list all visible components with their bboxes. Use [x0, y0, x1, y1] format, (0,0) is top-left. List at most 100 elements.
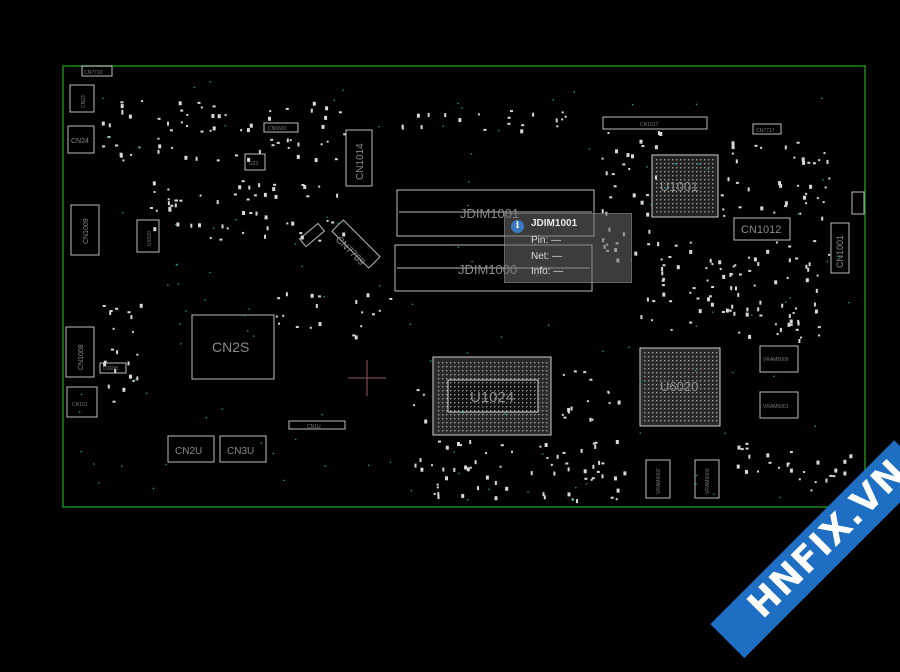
smd-pad	[784, 145, 787, 150]
smd-pad	[318, 295, 321, 298]
smd-pad	[562, 451, 566, 454]
bga-ball	[660, 420, 662, 422]
bga-ball	[648, 404, 650, 406]
bga-ball	[490, 370, 492, 372]
component-cn23[interactable]: CN23	[69, 84, 95, 113]
component-cn1017[interactable]: CN1017	[602, 116, 708, 130]
component-cn1u[interactable]: CN1U	[288, 420, 346, 430]
bga-ball	[680, 203, 682, 205]
bga-ball	[664, 408, 666, 410]
component-cn1009[interactable]: CN1009	[70, 204, 100, 256]
bga-ball	[672, 187, 674, 189]
bga-ball	[502, 362, 504, 364]
bga-ball	[696, 360, 698, 362]
bga-ball	[502, 370, 504, 372]
bga-ball	[652, 376, 654, 378]
bga-ball	[644, 360, 646, 362]
bga-ball	[510, 394, 512, 396]
pcb-board-view[interactable]: CN7710 CN23 CN24 CN1009 U1020 CN1008 U16…	[0, 0, 900, 587]
component-cn1001[interactable]: CN1001	[830, 222, 850, 274]
bga-ball	[684, 163, 686, 165]
bga-ball	[542, 430, 544, 432]
bga-ball	[486, 422, 488, 424]
smd-pad	[670, 328, 673, 331]
bga-ball	[482, 426, 484, 428]
component-u1608[interactable]: U1608	[99, 362, 127, 374]
bga-ball	[660, 408, 662, 410]
smd-pad	[601, 474, 604, 479]
smd-pad	[469, 466, 472, 469]
smd-pad	[461, 494, 465, 498]
bga-ball	[526, 394, 528, 396]
via	[457, 246, 460, 248]
component-u1020[interactable]: U1020	[136, 219, 160, 253]
bga-ball	[450, 394, 452, 396]
smd-pad	[224, 114, 227, 117]
bga-ball	[712, 416, 714, 418]
smd-pad	[174, 199, 178, 202]
bga-ball	[664, 380, 666, 382]
bga-ball	[704, 195, 706, 197]
component-cn1008[interactable]: CN1008	[65, 326, 95, 378]
component-cn1012[interactable]: CN1012	[733, 217, 791, 241]
bga-ball	[660, 187, 662, 189]
bga-ball	[502, 410, 504, 412]
smd-pad	[275, 315, 278, 318]
bga-ball	[708, 171, 710, 173]
bga-ball	[700, 364, 702, 366]
component-cn1014[interactable]: CN1014	[345, 129, 373, 187]
bga-ball	[668, 396, 670, 398]
component-cn7710[interactable]: CN7710	[81, 65, 113, 77]
bga-ball	[502, 382, 504, 384]
bga-ball	[716, 416, 718, 418]
bga-ball	[712, 191, 714, 193]
component-cn7709[interactable]: CN7709	[298, 219, 381, 269]
smd-pad	[567, 411, 570, 414]
component-cn6600[interactable]: CN6600	[263, 122, 299, 133]
component-vram6002[interactable]: VRAM6002	[645, 459, 671, 499]
via	[498, 130, 500, 132]
bga-ball	[704, 159, 706, 161]
smd-pad	[803, 471, 806, 473]
bga-ball	[526, 386, 528, 388]
bga-ball	[482, 430, 484, 432]
bga-ball	[458, 426, 460, 428]
bga-ball	[454, 374, 456, 376]
smd-pad	[544, 443, 548, 447]
bga-ball	[470, 382, 472, 384]
component-cn2u[interactable]: CN2U	[167, 435, 215, 463]
component-u6020[interactable]: U6020	[639, 347, 721, 427]
bga-ball	[688, 408, 690, 410]
bga-ball	[668, 187, 670, 189]
bga-ball	[526, 374, 528, 376]
smd-pad	[646, 297, 649, 302]
component-vram6000[interactable]: VRAM6000	[759, 345, 799, 373]
smd-pad	[477, 486, 479, 491]
component-cn7717[interactable]: CN7717	[752, 123, 782, 135]
bga-ball	[494, 374, 496, 376]
bga-ball	[672, 372, 674, 374]
bga-ball	[656, 420, 658, 422]
component-u23[interactable]: U23	[244, 153, 266, 171]
component-cn2s[interactable]: CN2S	[191, 314, 275, 380]
smd-pad	[668, 256, 672, 258]
bga-ball	[510, 430, 512, 432]
component-cn1016[interactable]: CN101	[66, 386, 98, 418]
bga-ball	[668, 412, 670, 414]
bga-ball	[676, 191, 678, 193]
bga-ball	[700, 211, 702, 213]
smd-pad	[122, 387, 126, 392]
smd-pad	[795, 307, 797, 310]
component-vram6001[interactable]: VRAM6001	[759, 391, 799, 419]
bga-ball	[660, 159, 662, 161]
component-cn24[interactable]: CN24	[67, 125, 95, 154]
component-u1001[interactable]: U1001	[651, 154, 719, 218]
bga-ball	[510, 406, 512, 408]
bga-ball	[696, 364, 698, 366]
bga-ball	[454, 390, 456, 392]
bga-ball	[688, 388, 690, 390]
smd-pad	[153, 227, 157, 232]
via	[378, 125, 380, 128]
component-cn3u[interactable]: CN3U	[219, 435, 267, 463]
component-vram6003[interactable]: VRAM6003	[694, 459, 720, 499]
